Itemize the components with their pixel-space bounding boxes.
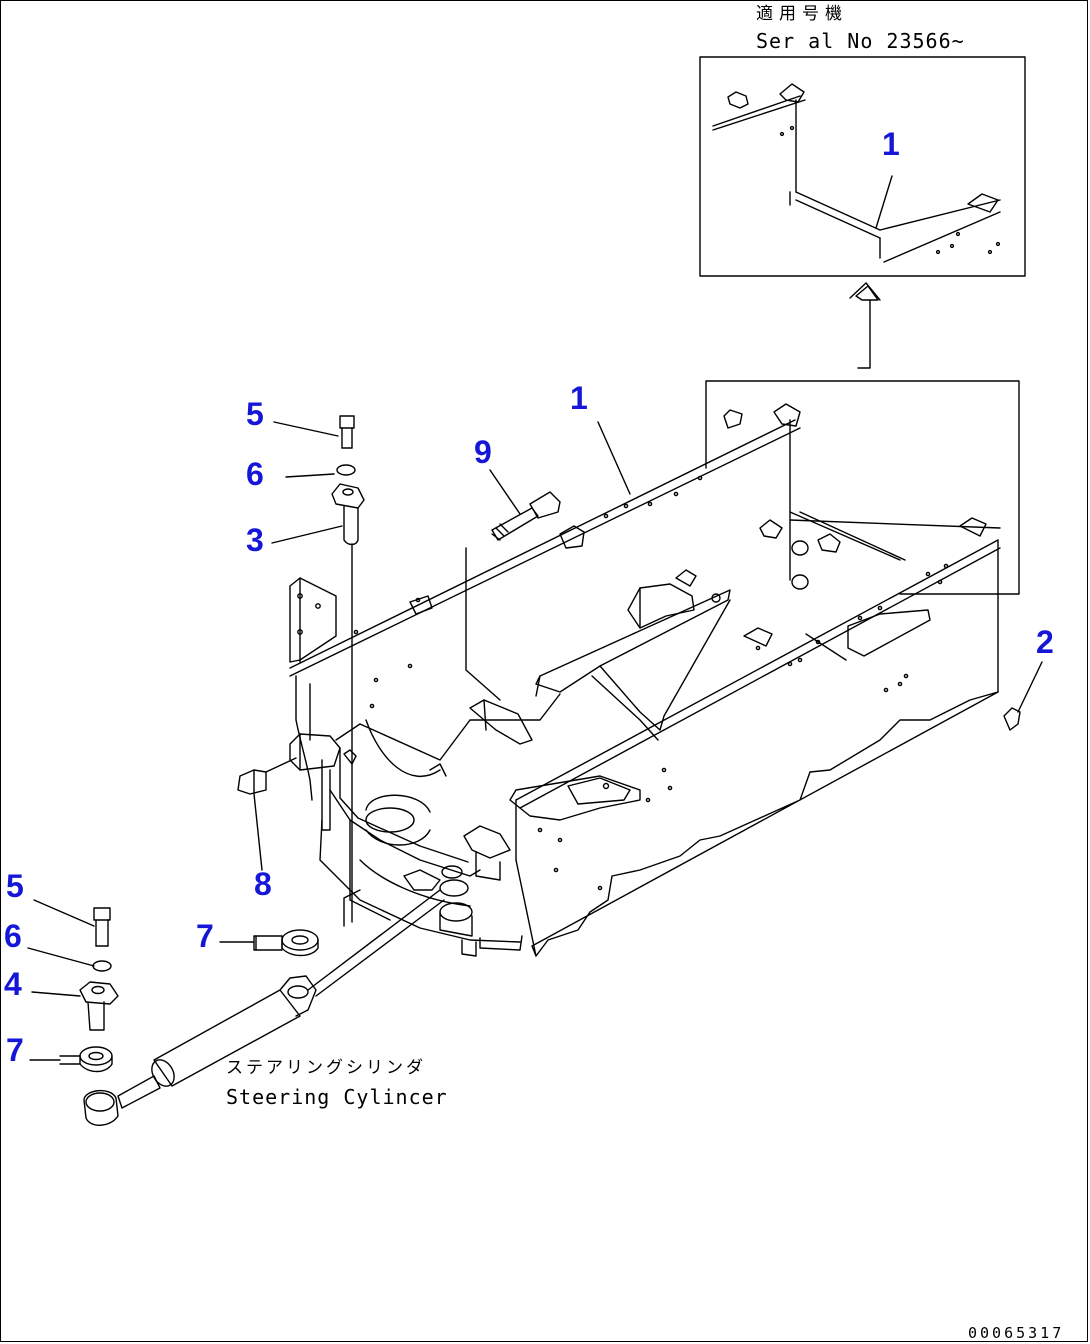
bolt-5-bottom (94, 908, 110, 946)
inset-label-serial: Ser al No 23566~ (756, 29, 965, 53)
callout-5-top[interactable]: 5 (246, 396, 264, 432)
pin-4 (80, 982, 118, 1030)
washer-6-top (337, 465, 355, 475)
callout-1-inset[interactable]: 1 (882, 126, 900, 162)
inset-label-jp: 適用号機 (756, 4, 848, 24)
callout-4[interactable]: 4 (4, 966, 22, 1002)
callout-1-main[interactable]: 1 (570, 380, 588, 416)
callout-6-top[interactable]: 6 (246, 456, 264, 492)
drawing-code: 00065317 (968, 1324, 1065, 1342)
callout-7-bottom[interactable]: 7 (6, 1032, 24, 1068)
bolt-9 (466, 492, 560, 700)
callout-7-mid[interactable]: 7 (196, 918, 214, 954)
washer-7-bottom (60, 1047, 112, 1072)
detail-box (706, 381, 1019, 594)
callout-9[interactable]: 9 (474, 434, 492, 470)
steering-cylinder-label-en: Steering Cylincer (226, 1085, 448, 1109)
callout-6-bottom[interactable]: 6 (4, 918, 22, 954)
inset-frame-drawing (713, 84, 1000, 262)
inset-box (700, 57, 1025, 276)
pin-3 (332, 484, 364, 545)
callout-2[interactable]: 2 (1036, 624, 1054, 660)
main-frame (290, 404, 1000, 956)
washer-6-bottom (93, 961, 111, 971)
part-2 (1004, 708, 1020, 730)
callout-8[interactable]: 8 (254, 866, 272, 902)
callout-3[interactable]: 3 (246, 522, 264, 558)
part-8 (238, 758, 296, 794)
bolt-5-top (340, 416, 354, 448)
callout-leaders (28, 422, 1042, 1060)
steering-cylinder-label-jp: ステアリングシリンダ (226, 1058, 426, 1078)
inset-arrow (850, 283, 880, 368)
washer-7-mid (254, 930, 318, 956)
steering-cylinder (84, 890, 444, 1125)
callout-5-bottom[interactable]: 5 (6, 868, 24, 904)
